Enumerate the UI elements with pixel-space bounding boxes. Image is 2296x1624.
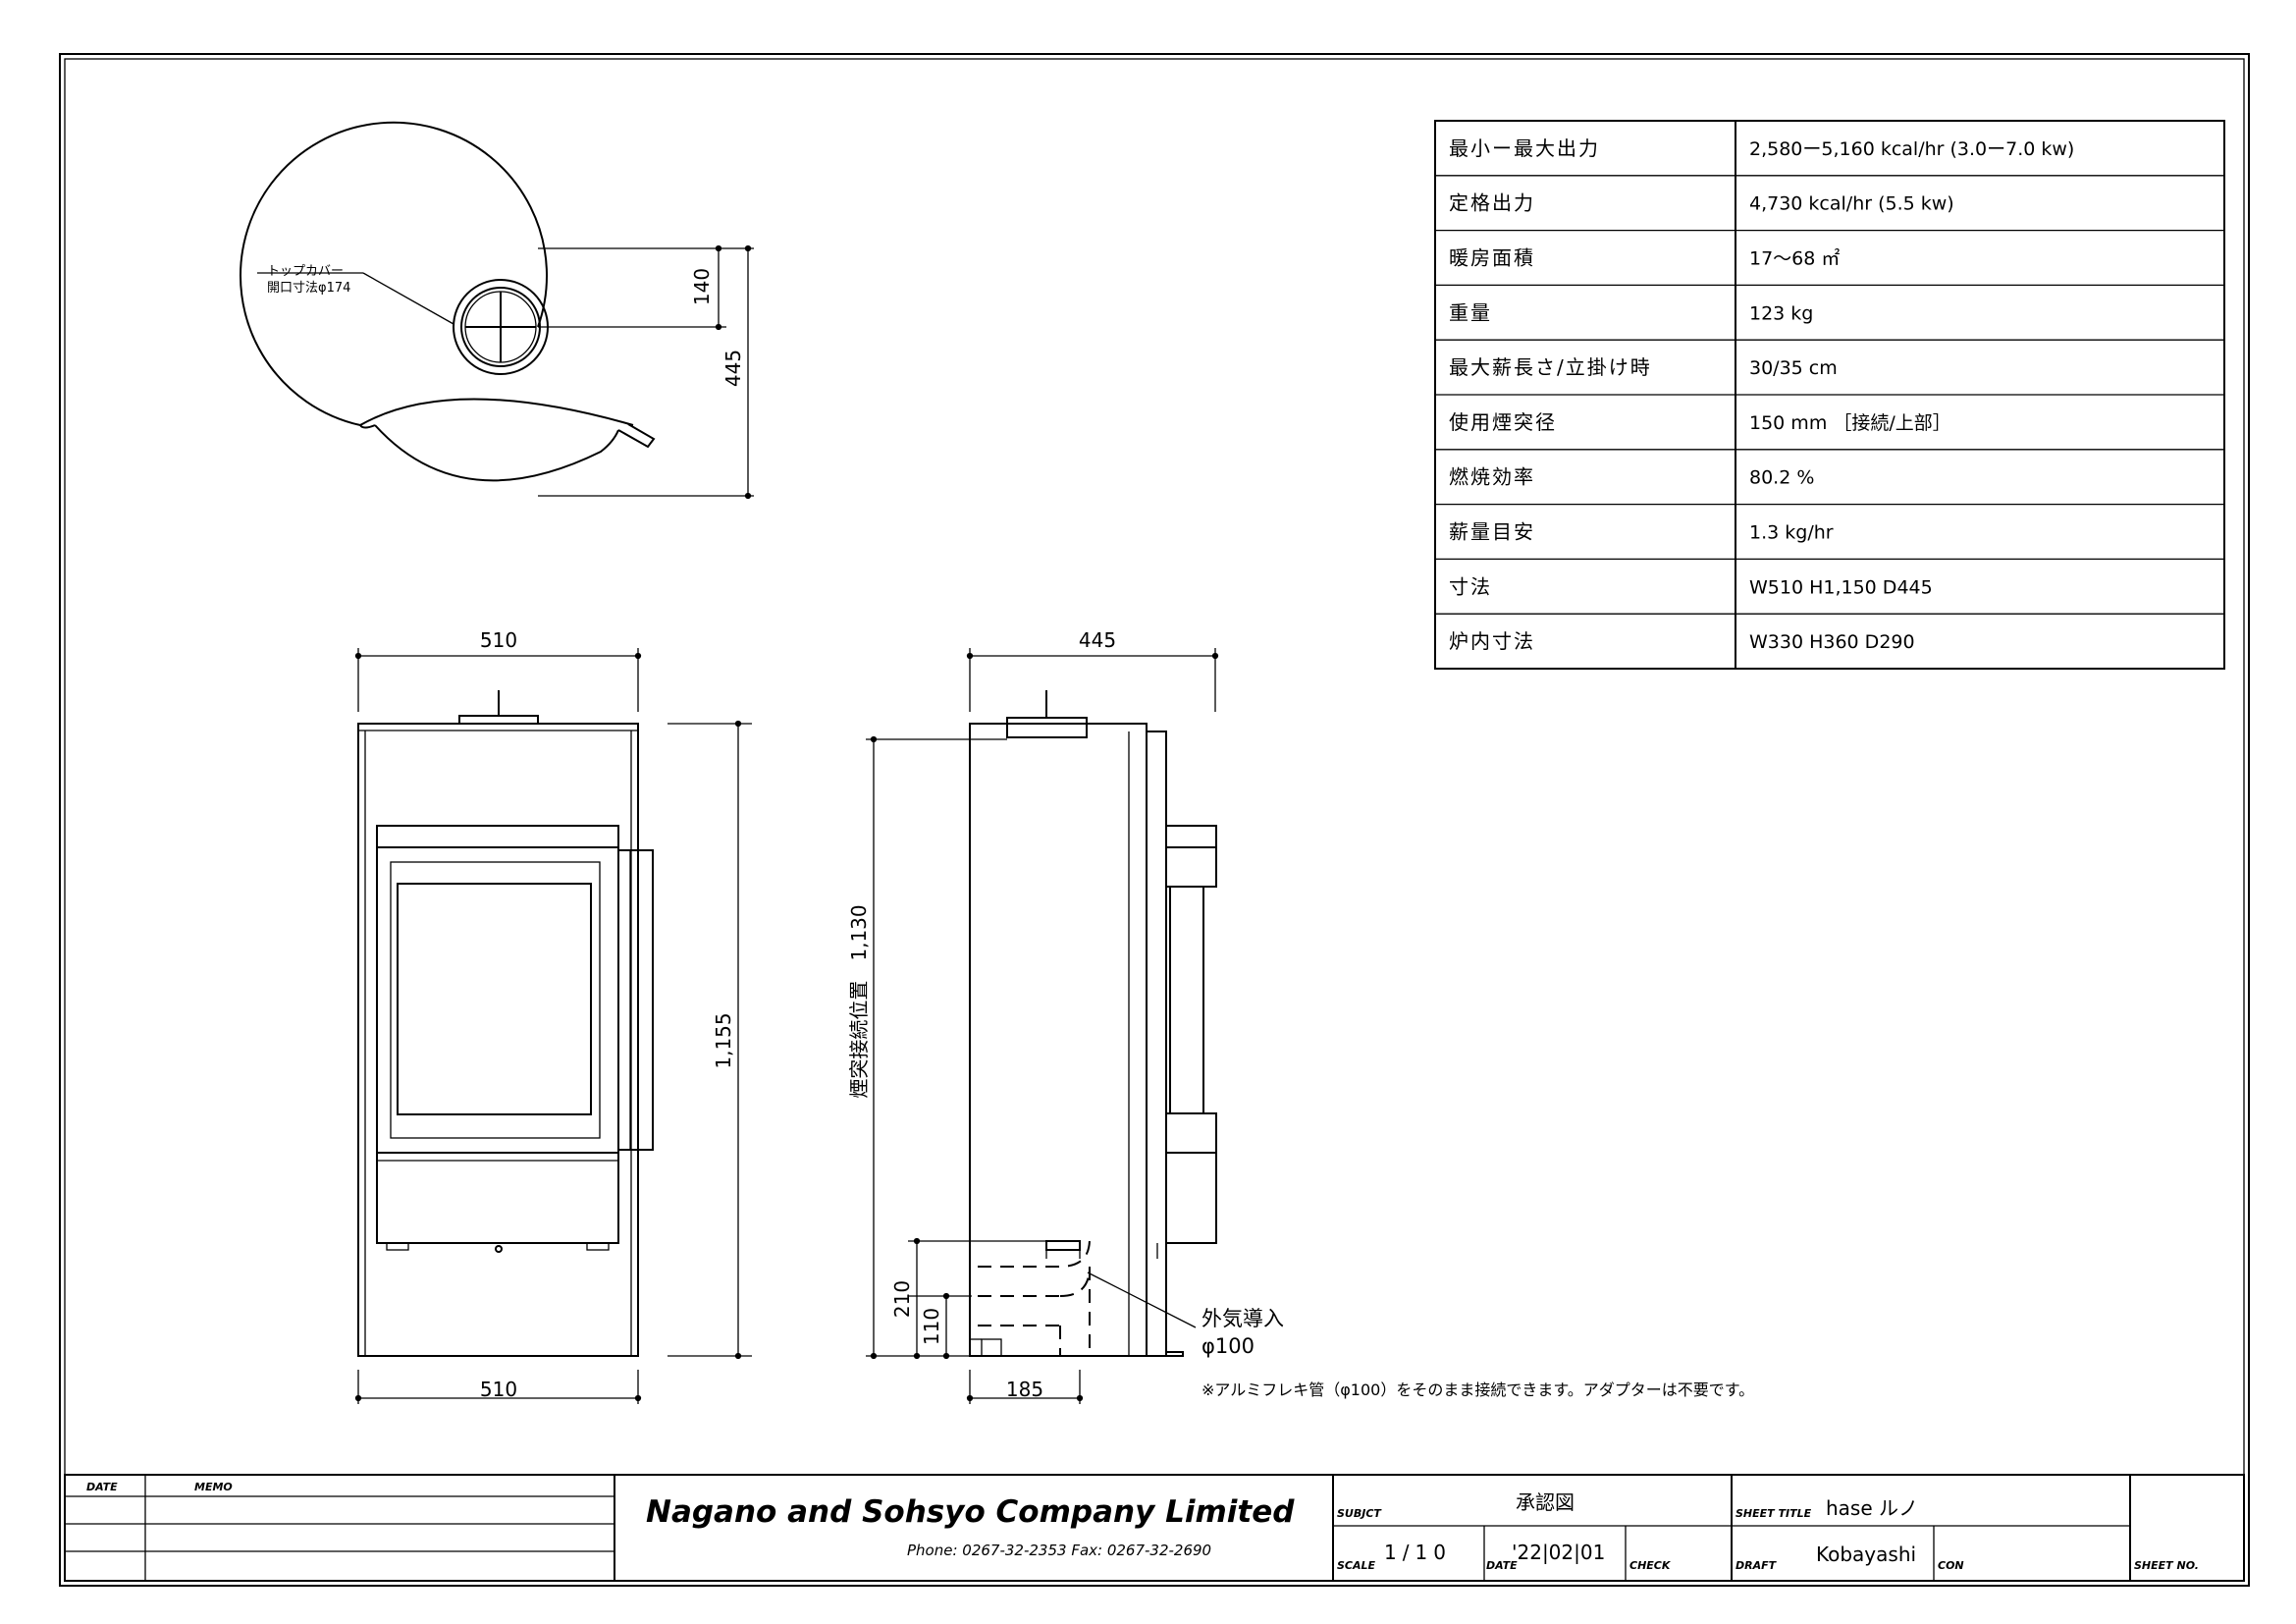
spec-table: 最小ー最大出力 2,580ー5,160 kcal/hr (3.0ー7.0 kw) 定… [1434,120,2225,670]
dim-flue-connection-height: 煙突接続位置 1,130 [847,904,871,1098]
spec-value: 4,730 kcal/hr (5.5 kw) [1749,193,1954,215]
memo-label: MEMO [194,1481,233,1493]
sheet-no-label: SHEET NO. [2134,1559,2199,1572]
subject-value: 承認図 [1516,1490,1575,1514]
top-cover-callout-line2: 開口寸法φ174 [267,281,350,296]
spec-label: 最小ー最大出力 [1449,136,1600,160]
dim-210: 210 [890,1280,914,1318]
spec-label: 燃焼効率 [1449,465,1535,489]
dim-outlet-140: 140 [690,268,714,305]
check-label: CHECK [1629,1559,1672,1572]
sheet-title-label: SHEET TITLE [1735,1507,1812,1520]
side-view: 445 煙突接続位置 1,130 210 110 [847,628,1754,1404]
dim-front-width-top: 510 [480,628,517,652]
spec-label: 暖房面積 [1449,246,1535,270]
spec-value: 17～68 ㎡ [1749,247,1840,270]
spec-value: W330 H360 D290 [1749,631,1915,653]
subject-label: SUBJCT [1337,1507,1382,1520]
company-contact: Phone: 0267-32-2353 Fax: 0267-32-2690 [907,1542,1211,1559]
dim-front-width-bottom: 510 [480,1378,517,1401]
spec-value: 30/35 cm [1749,357,1838,379]
spec-label: 最大薪長さ/立掛け時 [1449,355,1652,379]
spec-label: 重量 [1449,300,1492,324]
dim-185: 185 [1006,1378,1043,1401]
spec-label: 炉内寸法 [1449,629,1535,653]
scale-label: SCALE [1337,1559,1376,1572]
adapter-note: ※アルミフレキ管（φ100）をそのまま接続できます。アダプターは不要です。 [1201,1380,1754,1399]
dim-side-depth-top: 445 [1079,628,1116,652]
spec-label: 薪量目安 [1449,520,1535,544]
scale-value: 1/10 [1384,1541,1452,1564]
draft-value: Kobayashi [1816,1543,1916,1566]
front-view: 510 510 1,155 [354,628,752,1404]
air-inlet-diameter: φ100 [1201,1334,1255,1358]
date-label: DATE [1486,1559,1518,1572]
con-label: CON [1938,1559,1964,1572]
dim-top-depth-445: 445 [721,350,745,387]
draft-label: DRAFT [1735,1559,1778,1572]
title-block: DATE MEMO Nagano and Sohsyo Company Limi… [64,1474,2245,1582]
sheet-title-value: hase ルノ [1826,1496,1918,1520]
top-cover-callout-line1: トップカバー [267,264,344,279]
date-value: '22|02|01 [1512,1541,1605,1564]
air-inlet-label: 外気導入 [1201,1307,1284,1330]
spec-label: 使用煙突径 [1449,410,1557,434]
spec-value: 1.3 kg/hr [1749,522,1834,544]
spec-value: 123 kg [1749,302,1813,324]
spec-value: 2,580ー5,160 kcal/hr (3.0ー7.0 kw) [1749,138,2074,160]
spec-value: 80.2 % [1749,467,1814,489]
spec-label: 定格出力 [1449,191,1535,215]
spec-value: W510 H1,150 D445 [1749,576,1933,598]
memo-date-label: DATE [86,1481,118,1493]
company-name: Nagano and Sohsyo Company Limited [646,1494,1295,1530]
spec-value: 150 mm ［接続/上部］ [1749,412,1951,434]
dim-front-height: 1,155 [712,1012,735,1068]
spec-label: 寸法 [1449,574,1492,598]
top-view: トップカバー 開口寸法φ174 140 445 [240,121,754,500]
dim-110: 110 [920,1308,943,1345]
